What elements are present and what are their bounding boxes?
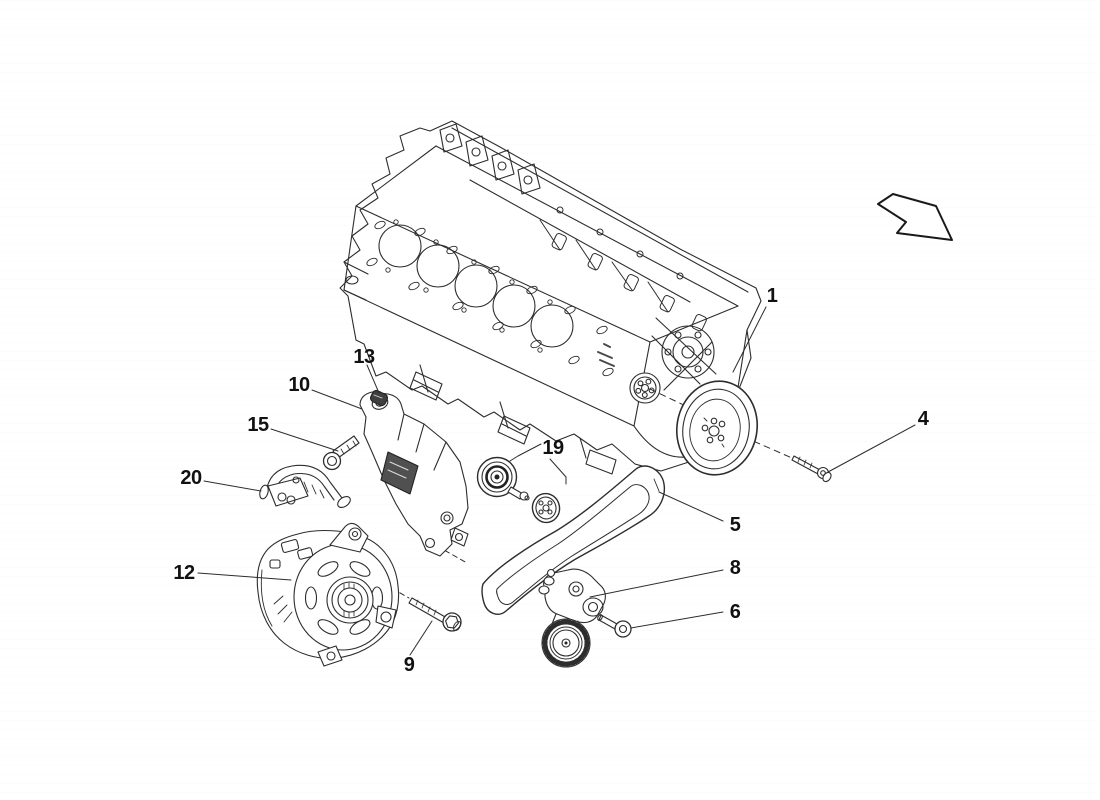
callout-5[interactable]: 5 [729,514,741,536]
callout-19[interactable]: 19 [542,437,564,459]
alternator-bolt-drawing [409,598,462,632]
callout-4[interactable]: 4 [917,408,929,430]
alternator-drawing [257,523,398,666]
callout-20[interactable]: 20 [180,467,202,489]
cap-drawing [369,389,389,407]
callout-12[interactable]: 12 [173,562,195,584]
callout-13[interactable]: 13 [353,346,375,368]
pulley-bolt-drawing [792,456,833,483]
crank-pulley-drawing [669,375,764,481]
fitting-drawing [258,465,352,509]
callout-15[interactable]: 15 [247,414,269,436]
callout-9[interactable]: 9 [403,654,415,676]
idler-rollers-drawing [478,458,563,525]
tensioner-bolt-drawing [597,614,631,637]
bracket-bolt-drawing [324,436,360,470]
direction-arrow-icon[interactable] [878,194,952,240]
callout-1[interactable]: 1 [766,285,778,307]
tensioner-drawing [539,569,605,667]
leader-lines [198,307,915,655]
callout-10[interactable]: 10 [288,374,310,396]
bracket-drawing [360,392,468,556]
engine-block-drawing [340,121,761,474]
belt-drawing [482,466,664,614]
callout-6[interactable]: 6 [729,601,741,623]
callout-8[interactable]: 8 [729,557,741,579]
